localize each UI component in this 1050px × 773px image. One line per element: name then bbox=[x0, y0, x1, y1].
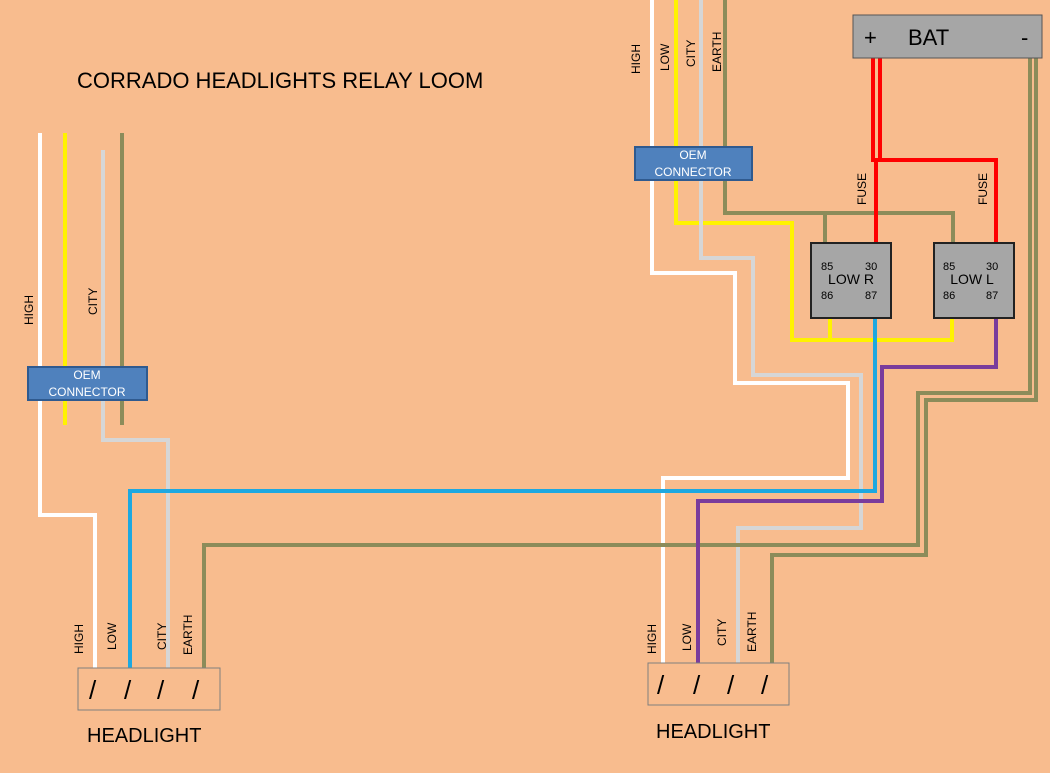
relay-r-pin-87: 87 bbox=[865, 290, 877, 302]
headlight-left: / / / / HEADLIGHT bbox=[77, 667, 221, 747]
right-top-city-label: CITY bbox=[684, 40, 698, 67]
fuse-label-relay-l: FUSE bbox=[976, 173, 990, 205]
right-headlight-low-label: LOW bbox=[680, 623, 694, 651]
headlight-right-label: HEADLIGHT bbox=[656, 721, 770, 743]
left-top-high-label: HIGH bbox=[22, 295, 36, 325]
oem-connector-right-line1: OEM bbox=[679, 148, 706, 162]
battery-label: BAT bbox=[908, 25, 949, 50]
headlight-right-slot-low: / bbox=[693, 670, 701, 700]
relay-r-pin-86: 86 bbox=[821, 290, 833, 302]
right-low-wire bbox=[674, 0, 954, 342]
oem-connector-left-line1: OEM bbox=[73, 368, 100, 382]
right-top-high-label: HIGH bbox=[629, 44, 643, 74]
relay-low-l: 85 30 LOW L 86 87 bbox=[933, 242, 1015, 319]
headlight-right-slot-earth: / bbox=[761, 670, 769, 700]
battery-earth-wire-right-headlight bbox=[770, 58, 1038, 663]
oem-connector-left: OEM CONNECTOR bbox=[27, 366, 148, 401]
wires bbox=[38, 0, 1038, 668]
right-top-low-label: LOW bbox=[658, 43, 672, 71]
right-headlight-earth-label: EARTH bbox=[745, 612, 759, 652]
battery: + BAT - bbox=[852, 14, 1043, 59]
left-city-wire bbox=[101, 150, 170, 668]
relay-r-pin-85: 85 bbox=[821, 261, 833, 273]
right-headlight-high-label: HIGH bbox=[645, 624, 659, 654]
left-headlight-high-label: HIGH bbox=[72, 624, 86, 654]
oem-connector-right: OEM CONNECTOR bbox=[634, 146, 753, 181]
left-top-city-label: CITY bbox=[86, 288, 100, 315]
relay-r-87-low-wire bbox=[128, 318, 877, 668]
headlight-right-slot-city: / bbox=[727, 670, 735, 700]
headlight-left-slot-earth: / bbox=[192, 675, 200, 705]
relay-l-label: LOW L bbox=[950, 271, 994, 287]
relay-l-pin-30: 30 bbox=[986, 261, 998, 273]
fuse-label-relay-r: FUSE bbox=[855, 173, 869, 205]
right-top-earth-label: EARTH bbox=[710, 32, 724, 72]
headlight-right-slot-high: / bbox=[657, 670, 665, 700]
left-headlight-city-label: CITY bbox=[155, 623, 169, 650]
headlight-left-slot-high: / bbox=[89, 675, 97, 705]
headlight-left-label: HEADLIGHT bbox=[87, 725, 201, 747]
battery-plus-terminal: + bbox=[864, 25, 877, 50]
headlight-right: / / / / HEADLIGHT bbox=[647, 662, 790, 743]
right-earth-wire bbox=[723, 0, 955, 243]
relay-r-label: LOW R bbox=[828, 271, 874, 287]
right-high-wire bbox=[650, 0, 850, 663]
diagram-title: CORRADO HEADLIGHTS RELAY LOOM bbox=[77, 68, 483, 93]
relay-l-pin-86: 86 bbox=[943, 290, 955, 302]
left-headlight-earth-label: EARTH bbox=[181, 615, 195, 655]
battery-earth-wire-left-headlight bbox=[202, 58, 1032, 668]
relay-l-pin-85: 85 bbox=[943, 261, 955, 273]
battery-positive-wire-relay-l bbox=[878, 58, 998, 243]
left-headlight-low-label: LOW bbox=[105, 622, 119, 650]
battery-minus-terminal: - bbox=[1021, 25, 1028, 50]
headlight-left-slot-low: / bbox=[124, 675, 132, 705]
right-headlight-city-label: CITY bbox=[715, 619, 729, 646]
relay-l-87-low-wire bbox=[696, 318, 998, 663]
relay-r-pin-30: 30 bbox=[865, 261, 877, 273]
right-city-wire bbox=[699, 0, 863, 663]
relay-low-r: 85 30 LOW R 86 87 bbox=[810, 242, 892, 319]
oem-connector-left-line2: CONNECTOR bbox=[48, 385, 125, 399]
left-high-wire bbox=[38, 133, 97, 668]
headlight-left-slot-city: / bbox=[157, 675, 165, 705]
relay-l-pin-87: 87 bbox=[986, 290, 998, 302]
oem-connector-right-line2: CONNECTOR bbox=[654, 165, 731, 179]
battery-positive-wire-relay-r bbox=[871, 58, 878, 243]
